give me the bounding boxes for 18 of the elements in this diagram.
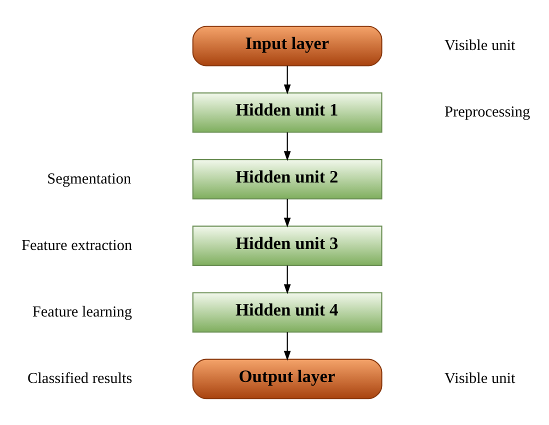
node-box: Input layer bbox=[192, 26, 382, 66]
node-box: Hidden unit 3 bbox=[192, 226, 382, 266]
node-label: Classified results bbox=[28, 370, 132, 388]
node-box: Hidden unit 2 bbox=[192, 159, 382, 200]
node-label: Visible unit bbox=[444, 37, 516, 54]
arrow bbox=[284, 132, 291, 161]
arrow bbox=[284, 332, 291, 361]
arrow bbox=[284, 66, 291, 94]
node-box: Hidden unit 1 bbox=[192, 92, 382, 133]
node-label: Segmentation bbox=[47, 170, 132, 188]
arrow bbox=[284, 266, 291, 294]
node-label: Preprocessing bbox=[444, 104, 530, 121]
arrow bbox=[284, 198, 291, 228]
node-label: Feature extraction bbox=[22, 236, 132, 254]
node-box: Output layer bbox=[192, 358, 382, 400]
node-label: Visible unit bbox=[444, 370, 516, 388]
node-label: Feature learning bbox=[32, 303, 132, 320]
node-box: Hidden unit 4 bbox=[192, 292, 382, 333]
